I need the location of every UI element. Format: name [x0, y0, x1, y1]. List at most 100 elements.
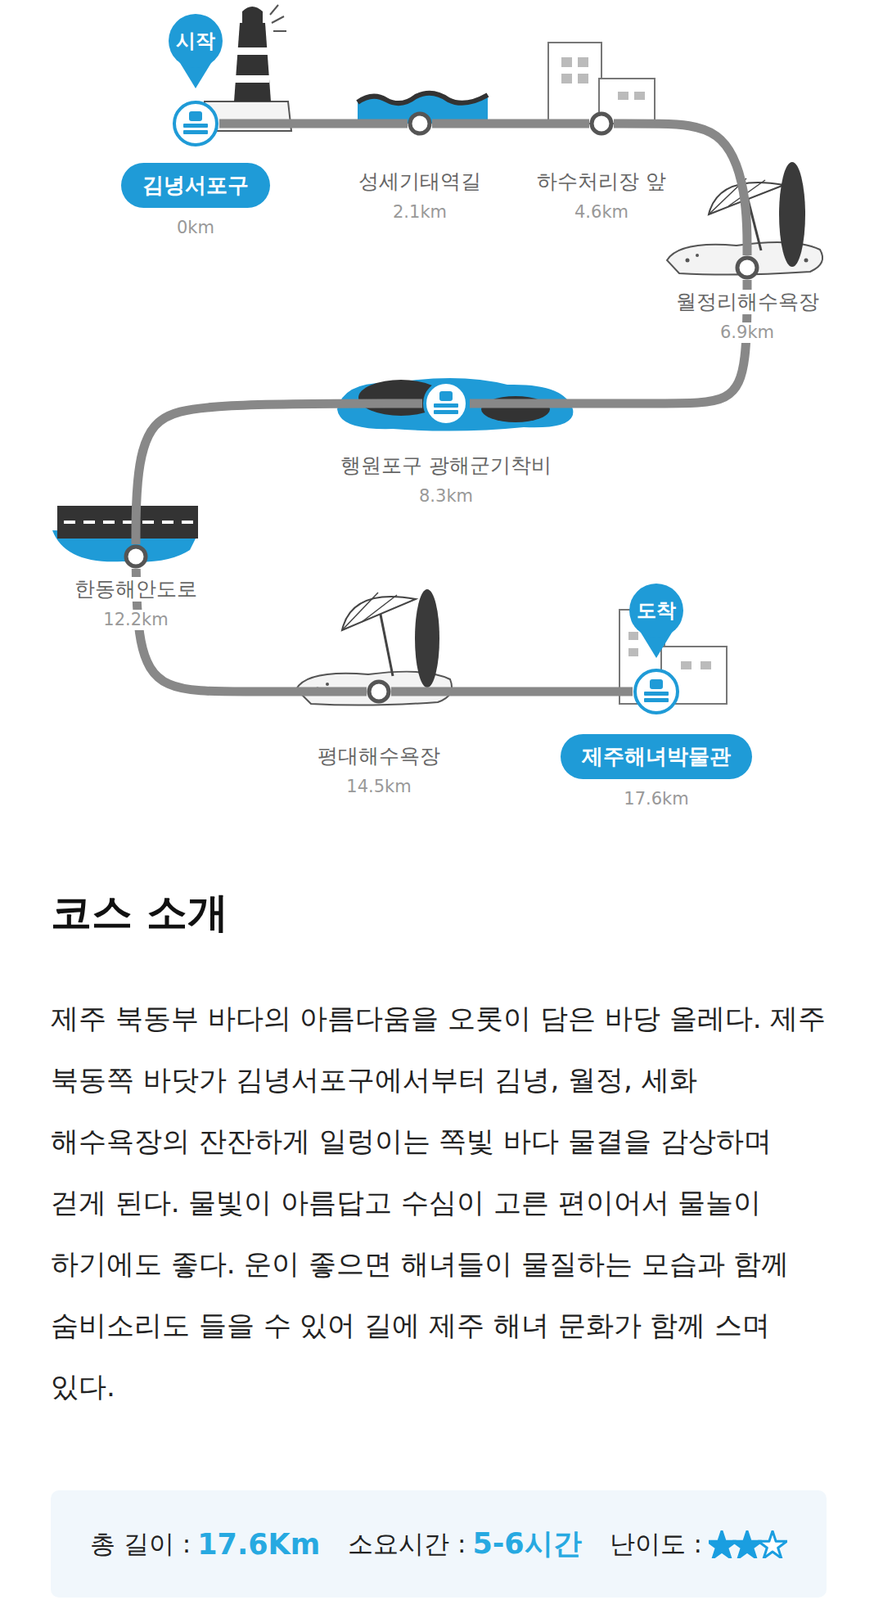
label-group: 성세기태역길 2.1km — [353, 169, 487, 223]
stamp-ring — [424, 382, 468, 425]
stop-ring — [591, 113, 612, 134]
star-icon — [732, 1530, 762, 1558]
lighthouse-illustration — [242, 11, 263, 23]
stamp-icon — [433, 403, 459, 408]
building-illustration — [628, 648, 639, 657]
route-line — [219, 119, 408, 129]
stop-marker: 한동해안도로12.2km — [123, 544, 149, 569]
building-illustration — [634, 91, 645, 100]
building-illustration — [617, 91, 629, 100]
pin-head — [168, 13, 223, 68]
lighthouse-illustration — [236, 47, 268, 55]
building-illustration — [548, 42, 655, 124]
distance-label: 14.5km — [341, 776, 416, 798]
stop-ring — [126, 546, 146, 567]
stop-marker: 월정리해수욕장6.9km — [734, 255, 760, 280]
stop-ring — [369, 681, 389, 702]
building-illustration — [680, 661, 692, 670]
info-key: 난이도 : — [609, 1527, 703, 1562]
stamp-ring — [635, 670, 678, 713]
dot-shape — [734, 255, 760, 280]
info-value: 5-6시간 — [472, 1524, 582, 1564]
stamp-shape — [171, 99, 220, 148]
label-group: 김녕서포구 0km — [121, 162, 271, 239]
station-name: 행원포구 광해군기착비 — [335, 453, 557, 478]
label-group: 시작 — [167, 13, 224, 69]
stamp-shape — [632, 667, 681, 716]
distance-label: 4.6km — [569, 202, 634, 223]
station-name: 평대해수욕장 — [312, 743, 446, 769]
info-key: 총 길이 : — [90, 1527, 191, 1562]
stop-marker: 하수처리장 앞4.6km — [589, 111, 614, 136]
beach-illustration — [325, 682, 329, 686]
info-value: 17.6Km — [197, 1527, 320, 1561]
beach-illustration — [685, 258, 690, 263]
end-pin: 도착 — [628, 582, 685, 658]
stamp-icon — [644, 691, 669, 696]
wave-illustration — [357, 93, 488, 104]
lighthouse-illustration — [271, 16, 284, 23]
distance-label: 17.6km — [618, 788, 694, 810]
distance-label: 6.9km — [715, 322, 780, 343]
route-line — [432, 119, 590, 129]
label-group: 월정리해수욕장 6.9km — [671, 289, 825, 343]
info-key: 소요시간 : — [347, 1527, 466, 1562]
pin-head — [629, 583, 684, 638]
station-name: 제주해녀박물관 — [560, 734, 753, 780]
route-line — [391, 687, 633, 697]
building-illustration — [577, 73, 589, 84]
stop-marker: 평대해수욕장14.5km — [366, 679, 392, 704]
stamp-icon — [433, 409, 459, 415]
beach-illustration — [804, 258, 809, 263]
start-pin: 시작 — [167, 13, 224, 89]
stamp-station: 행원포구 광해군기착비8.3km — [422, 379, 470, 428]
lighthouse-illustration — [270, 4, 279, 15]
distance-label: 2.1km — [387, 202, 452, 223]
distance-label: 8.3km — [414, 486, 478, 507]
stamp-icon — [183, 130, 208, 135]
stamp-icon — [649, 679, 663, 690]
beach-illustration — [779, 162, 806, 267]
beach-illustration — [342, 596, 416, 631]
dot-shape — [366, 679, 392, 704]
station-name: 성세기태역길 — [353, 169, 487, 194]
beach-illustration — [414, 589, 440, 688]
pin-label: 도착 — [636, 597, 676, 624]
station-name: 하수처리장 앞 — [531, 169, 672, 194]
label-group: 행원포구 광해군기착비 8.3km — [335, 453, 557, 507]
star-icon — [757, 1530, 787, 1558]
lighthouse-illustration — [234, 22, 271, 102]
label-group: 평대해수욕장 14.5km — [312, 743, 446, 798]
building-illustration — [700, 661, 712, 670]
star-icon — [708, 1530, 736, 1558]
label-group: 한동해안도로 12.2km — [69, 576, 203, 631]
beach-illustration — [342, 592, 379, 631]
road-illustration — [57, 505, 199, 539]
dot-shape — [407, 111, 433, 136]
stamp-icon — [189, 111, 203, 122]
station-name: 월정리해수욕장 — [671, 289, 825, 315]
stamp-station: 제주해녀박물관17.6km — [632, 667, 681, 716]
stop-marker: 성세기태역길2.1km — [407, 111, 433, 136]
lighthouse-illustration — [242, 6, 263, 12]
distance-label: 12.2km — [98, 609, 173, 631]
beach-illustration — [695, 253, 699, 257]
section-heading: 코스 소개 — [50, 885, 229, 941]
label-group: 하수처리장 앞 4.6km — [531, 169, 672, 223]
station-name: 한동해안도로 — [69, 576, 203, 602]
difficulty-stars — [708, 1530, 788, 1559]
road-illustration — [63, 520, 194, 524]
label-group: 도착 — [628, 582, 685, 639]
stamp-ring — [174, 102, 217, 145]
stop-ring — [409, 113, 430, 134]
station-name: 김녕서포구 — [121, 162, 271, 208]
lighthouse-illustration — [234, 75, 270, 83]
building-illustration — [548, 42, 602, 124]
stamp-icon — [644, 698, 669, 703]
stamp-shape — [422, 379, 470, 428]
label-group: 제주해녀박물관 17.6km — [560, 734, 753, 810]
distance-label: 0km — [171, 217, 220, 239]
building-illustration — [628, 631, 639, 640]
